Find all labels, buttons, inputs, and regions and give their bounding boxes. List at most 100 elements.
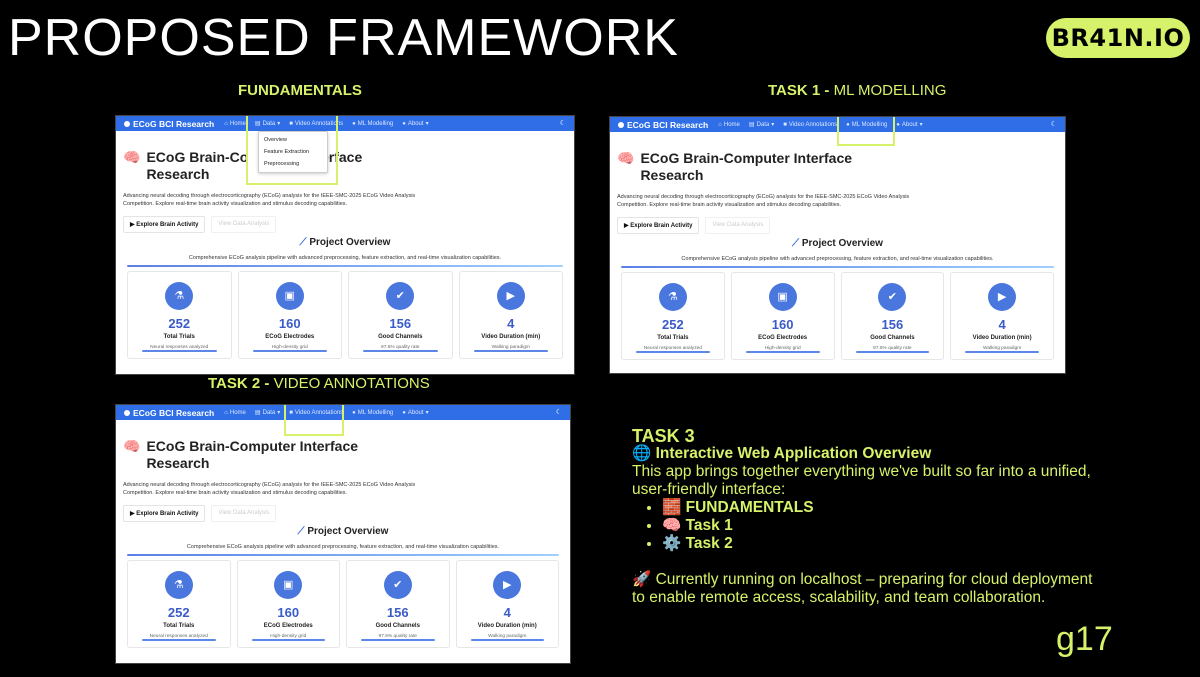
nav-video-label: Video Annotations — [294, 120, 344, 127]
data-dropdown-menu: Overview Feature Extraction Preprocessin… — [258, 131, 328, 173]
app-brand-label: ECoG BCI Research — [133, 407, 215, 418]
moon-icon[interactable]: ☾ — [1050, 121, 1057, 128]
screenshot-video-annotations: ECoG BCI Research ⌂ Home ▤ Data ▾ ■ Vide… — [115, 404, 571, 664]
hero-subtitle: Advancing neural decoding through electr… — [123, 193, 416, 208]
nav-data[interactable]: ▤ Data ▾ — [254, 409, 281, 417]
check-icon: ✔ — [878, 282, 907, 311]
explore-brain-activity-button[interactable]: ▶ Explore Brain Activity — [617, 216, 700, 234]
flask-icon: ⚗ — [165, 281, 194, 310]
brain-icon — [124, 120, 130, 127]
stat-bar — [473, 349, 548, 352]
hero-subtitle: Advancing neural decoding through electr… — [123, 482, 416, 497]
caption-task2: TASK 2 - VIDEO ANNOTATIONS — [208, 375, 430, 392]
stat-bar — [470, 638, 544, 641]
stat-bar — [855, 350, 930, 353]
chart-line-icon: ⟋ — [297, 525, 305, 537]
stat-label: Total Trials — [163, 333, 195, 340]
dropdown-item-overview[interactable]: Overview — [264, 137, 287, 143]
overview-subtitle: Comprehensive ECoG analysis pipeline wit… — [681, 255, 994, 262]
check-icon: ✔ — [386, 281, 415, 310]
explore-brain-activity-button[interactable]: ▶ Explore Brain Activity — [123, 504, 206, 522]
stat-note: High-density grid — [764, 345, 801, 351]
task3-block: TASK 3 🌐 Interactive Web Application Ove… — [632, 427, 1102, 607]
app-brand[interactable]: ECoG BCI Research — [124, 119, 214, 129]
stat-note: High-density grid — [270, 633, 307, 639]
nav-about[interactable]: ● About ▾ — [402, 120, 429, 128]
caption-task2-bold: TASK 2 - — [208, 375, 270, 392]
hero-title-label: ECoG Brain-Computer Interface Research — [146, 438, 359, 471]
view-data-analysis-button[interactable]: View Data Analysis — [211, 504, 277, 522]
dropdown-item-preprocessing[interactable]: Preprocessing — [264, 161, 300, 167]
stat-note: Neural responses analyzed — [643, 345, 702, 351]
stat-bar — [251, 638, 325, 641]
stat-value: 156 — [386, 604, 409, 620]
flask-icon: ⚗ — [164, 570, 193, 599]
nav-ml[interactable]: ● ML Modelling — [846, 121, 888, 128]
task3-outro: 🚀 Currently running on localhost – prepa… — [632, 571, 1093, 606]
nav-about-label: About — [901, 121, 918, 128]
stat-note: 97.5% quality rate — [378, 633, 417, 639]
nav-video[interactable]: ■ Video Annotations — [289, 409, 344, 416]
nav-data-label: Data — [262, 409, 276, 416]
divider — [127, 553, 559, 556]
overview-title: ⟋ Project Overview — [617, 238, 1058, 249]
explore-brain-activity-button[interactable]: ▶ Explore Brain Activity — [123, 215, 206, 233]
nav-ml-label: ML Modelling — [357, 409, 394, 416]
dropdown-item-feature-extraction[interactable]: Feature Extraction — [264, 149, 309, 155]
chart-line-icon: ⟋ — [792, 237, 800, 249]
nav-about[interactable]: ● About ▾ — [896, 121, 923, 129]
overview-title-label: Project Overview — [309, 236, 391, 248]
nav-home[interactable]: ⌂ Home — [224, 409, 246, 416]
nav-data[interactable]: ▤ Data ▾ — [254, 120, 281, 128]
nav-ml[interactable]: ● ML Modelling — [352, 409, 394, 416]
nav-data-label: Data — [756, 121, 770, 128]
brain-icon: 🧠 — [123, 149, 141, 165]
screenshot-fundamentals: ECoG BCI Research ⌂ Home ▤ Data ▾ ■ Vide… — [115, 115, 575, 375]
stat-note: 97.5% quality rate — [873, 345, 912, 351]
nav-home[interactable]: ⌂ Home — [718, 121, 740, 128]
nav-video[interactable]: ■ Video Annotations — [783, 121, 838, 128]
stat-label: ECoG Electrodes — [263, 622, 313, 629]
video-icon: ▶ — [988, 282, 1017, 311]
br41n-logo: BR41N.IO — [1046, 18, 1190, 58]
nav-video[interactable]: ■ Video Annotations — [289, 120, 344, 127]
nav-home[interactable]: ⌂ Home — [224, 120, 246, 127]
stat-bar — [636, 350, 710, 353]
moon-icon[interactable]: ☾ — [555, 409, 562, 416]
view-data-analysis-button[interactable]: View Data Analysis — [211, 215, 277, 233]
app-brand[interactable]: ECoG BCI Research — [124, 408, 214, 418]
overview-subtitle: Comprehensive ECoG analysis pipeline wit… — [186, 543, 500, 550]
moon-icon[interactable]: ☾ — [559, 120, 566, 127]
divider — [127, 264, 563, 267]
stat-value: 160 — [771, 316, 794, 332]
stat-note: Walking paradigm — [491, 344, 530, 350]
hero-title-line2: Research — [146, 165, 210, 182]
stat-bar — [142, 638, 216, 641]
brain-icon: 🧠 — [123, 438, 141, 454]
overview-title: ⟋ Project Overview — [123, 526, 563, 537]
view-data-analysis-button[interactable]: View Data Analysis — [705, 216, 771, 234]
hero-subtitle: Advancing neural decoding through electr… — [617, 194, 910, 209]
task3-item-task2: ⚙️ Task 2 — [662, 535, 1102, 553]
brain-icon — [124, 409, 130, 416]
nav-data[interactable]: ▤ Data ▾ — [748, 121, 775, 129]
nav-about[interactable]: ● About ▾ — [402, 409, 429, 417]
stat-label: Video Duration (min) — [477, 622, 537, 629]
stat-label: Good Channels — [870, 334, 915, 341]
highlight-box-data — [246, 116, 338, 185]
stat-value: 252 — [662, 316, 684, 332]
stat-value: 160 — [277, 604, 300, 620]
highlight-box-video — [284, 405, 344, 436]
nav-ml[interactable]: ● ML Modelling — [352, 120, 394, 127]
stat-bar — [142, 349, 217, 352]
nav-home-label: Home — [229, 120, 246, 127]
app-brand[interactable]: ECoG BCI Research — [618, 120, 708, 130]
spacer — [632, 553, 1102, 571]
caption-task1: TASK 1 - ML MODELLING — [768, 82, 946, 99]
